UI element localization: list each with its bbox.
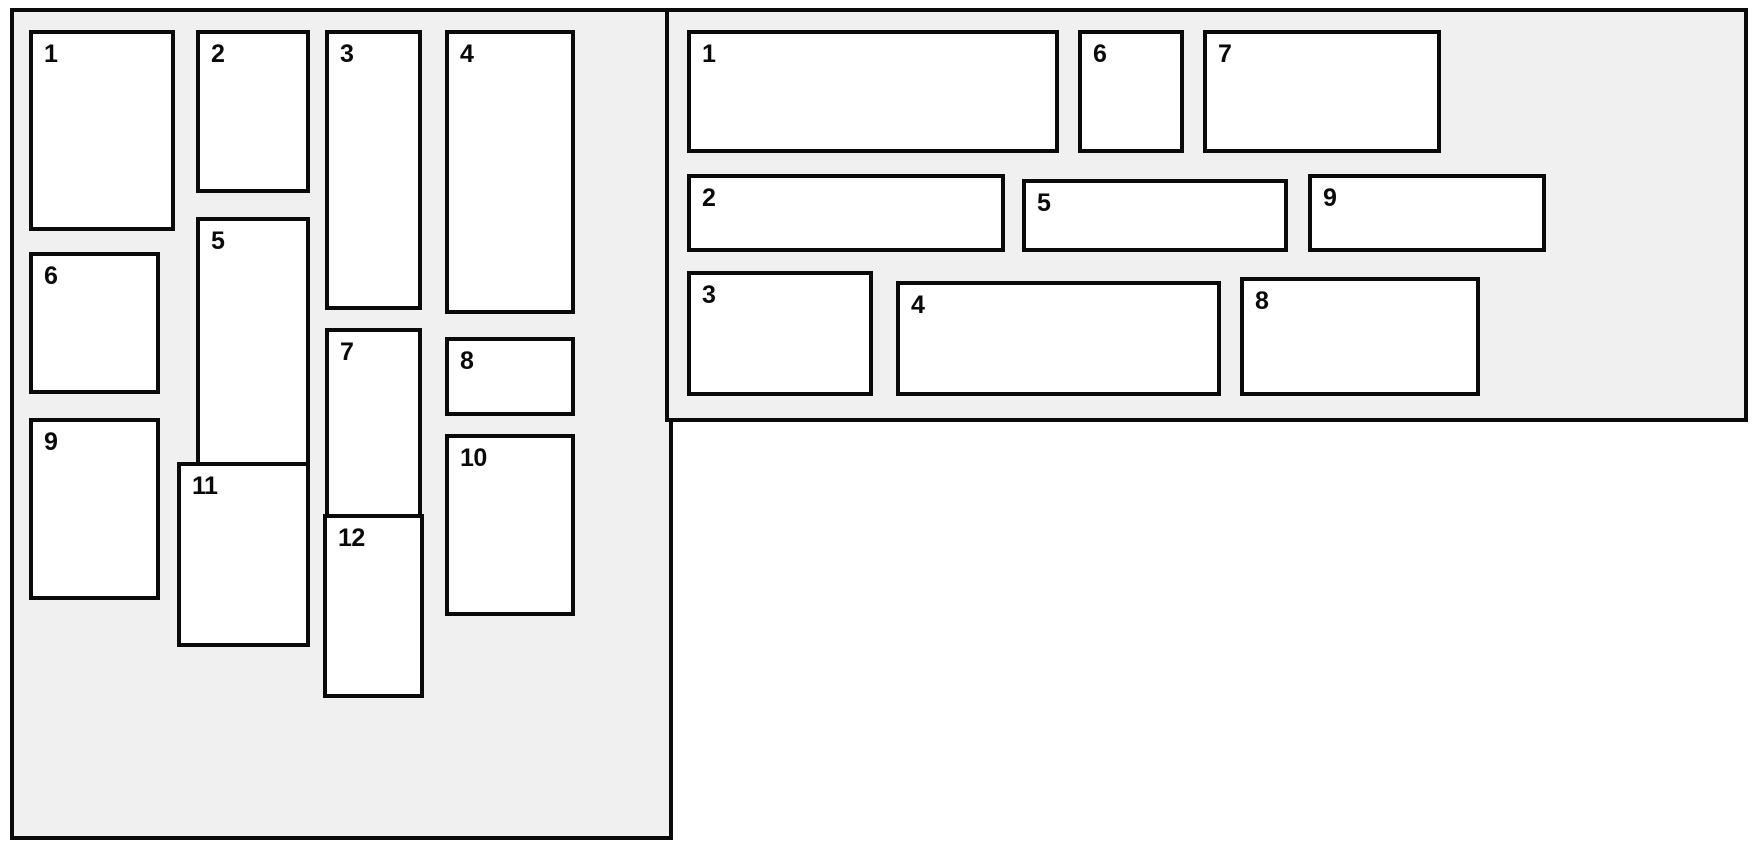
region-box-6[interactable]: 6 xyxy=(1078,30,1184,153)
region-box-label: 2 xyxy=(211,40,225,68)
region-box-label: 1 xyxy=(44,40,58,68)
region-box-label: 12 xyxy=(338,524,365,552)
region-box-label: 8 xyxy=(460,347,474,375)
region-box-label: 7 xyxy=(1218,40,1232,68)
region-box-label: 8 xyxy=(1255,287,1269,315)
region-box-8[interactable]: 8 xyxy=(1240,277,1480,396)
region-box-11[interactable]: 11 xyxy=(177,462,310,647)
region-box-10[interactable]: 10 xyxy=(445,434,575,616)
region-box-label: 7 xyxy=(340,338,354,366)
region-box-1[interactable]: 1 xyxy=(29,30,175,231)
region-box-4[interactable]: 4 xyxy=(445,30,575,314)
region-box-label: 3 xyxy=(340,40,354,68)
region-box-label: 9 xyxy=(44,428,58,456)
region-box-7[interactable]: 7 xyxy=(1203,30,1441,153)
region-box-9[interactable]: 9 xyxy=(1308,174,1546,252)
right-panel: 1 6 7 2 5 9 3 4 8 xyxy=(665,8,1748,422)
region-box-1[interactable]: 1 xyxy=(687,30,1059,153)
region-box-8[interactable]: 8 xyxy=(445,337,575,416)
region-box-5[interactable]: 5 xyxy=(196,217,310,494)
region-box-label: 11 xyxy=(192,472,218,500)
region-box-3[interactable]: 3 xyxy=(325,30,422,310)
region-box-label: 4 xyxy=(460,40,474,68)
region-box-label: 3 xyxy=(702,281,716,309)
region-box-label: 4 xyxy=(911,291,925,319)
region-box-label: 9 xyxy=(1323,184,1337,212)
region-box-label: 5 xyxy=(211,227,225,255)
region-box-3[interactable]: 3 xyxy=(687,271,873,396)
region-box-label: 2 xyxy=(702,184,716,212)
region-box-label: 6 xyxy=(1093,40,1107,68)
region-box-5[interactable]: 5 xyxy=(1022,179,1288,252)
region-box-label: 1 xyxy=(702,40,716,68)
region-box-2[interactable]: 2 xyxy=(687,174,1005,252)
region-box-9[interactable]: 9 xyxy=(29,418,160,600)
region-box-label: 6 xyxy=(44,262,58,290)
region-box-label: 10 xyxy=(460,444,487,472)
region-box-12[interactable]: 12 xyxy=(323,514,424,698)
region-box-2[interactable]: 2 xyxy=(196,30,310,193)
region-box-6[interactable]: 6 xyxy=(29,252,160,394)
region-box-4[interactable]: 4 xyxy=(896,281,1221,396)
region-box-label: 5 xyxy=(1037,189,1051,217)
